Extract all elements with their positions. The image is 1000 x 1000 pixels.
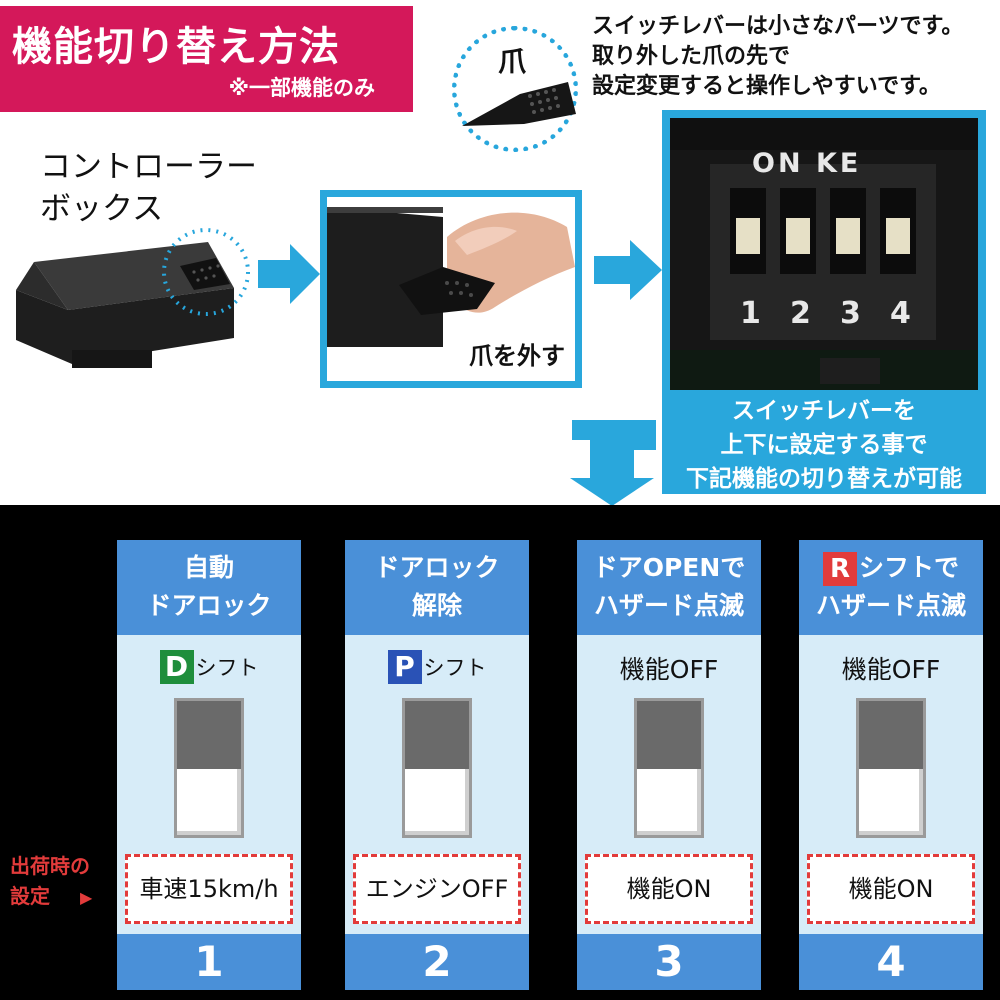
factory-default-line: 設定 xyxy=(10,884,50,908)
switch-upper-half xyxy=(859,701,923,769)
dip-number: 1 xyxy=(740,296,761,331)
dip-number: 2 xyxy=(790,296,811,331)
dip-switch-image xyxy=(670,118,978,390)
title-note: ※一部機能のみ xyxy=(228,76,375,100)
function-title-line: 自動 xyxy=(183,553,234,582)
switch-lower-half xyxy=(405,769,469,835)
shift-d-badge: D xyxy=(159,650,194,684)
default-setting-box: 機能ON xyxy=(585,854,753,924)
default-setting-box: エンジンOFF xyxy=(353,854,521,924)
arrow-right-icon xyxy=(594,240,662,300)
usage-note-line: 取り外した爪の先で xyxy=(592,44,791,69)
shift-label: シフト xyxy=(423,656,487,680)
function-title-line: ドアOPENで xyxy=(592,553,746,582)
function-column-3: ドアOPENで ハザード点滅 機能OFF 機能ON 3 xyxy=(577,540,761,990)
triangle-right-icon: ▶ xyxy=(80,888,93,907)
controller-box-image xyxy=(16,228,250,368)
shift-r-badge: R xyxy=(822,552,857,586)
page-title: 機能切り替え方法 xyxy=(12,24,340,70)
factory-default-label: 出荷時の 設定 xyxy=(10,851,90,911)
switch-lower-half xyxy=(859,769,923,835)
remove-claw-photo: 爪を外す xyxy=(320,190,582,388)
function-title-line: ハザード点滅 xyxy=(815,591,966,620)
dip-on-label: ON KE xyxy=(752,148,862,179)
function-title: ドアOPENで ハザード点滅 xyxy=(577,540,761,635)
switch-upper-half xyxy=(405,701,469,769)
dip-switch-lever[interactable] xyxy=(402,698,472,838)
switch-lower-half xyxy=(177,769,241,835)
upper-position-label: 機能OFF xyxy=(619,655,719,684)
dip-caption-line: スイッチレバーを xyxy=(732,398,916,424)
default-setting-box: 機能ON xyxy=(807,854,975,924)
dip-switch-photo: ON KE 1 2 3 4 xyxy=(670,118,978,390)
dip-switch-photo-frame: ON KE 1 2 3 4 スイッチレバーを 上下に設定する事で 下記機能の切り… xyxy=(662,110,986,494)
switch-number: 3 xyxy=(577,934,761,990)
default-setting-box: 車速15km/h xyxy=(125,854,293,924)
function-title: ドアロック 解除 xyxy=(345,540,529,635)
function-title-text: シフトで xyxy=(858,553,959,582)
dip-number: 4 xyxy=(890,296,911,331)
switch-number: 2 xyxy=(345,934,529,990)
title-banner: 機能切り替え方法 ※一部機能のみ xyxy=(0,6,413,112)
usage-note-line: 設定変更すると操作しやすいです。 xyxy=(592,74,941,99)
controller-label-line: コントローラー xyxy=(40,149,257,185)
function-title-line: ハザード点滅 xyxy=(593,591,744,620)
switch-number: 1 xyxy=(117,934,301,990)
controller-box-label: コントローラー ボックス xyxy=(40,146,257,230)
claw-highlight-circle xyxy=(452,26,578,152)
dip-caption-line: 下記機能の切り替えが可能 xyxy=(686,466,962,492)
dip-switch-lever[interactable] xyxy=(174,698,244,838)
arrow-down-icon xyxy=(570,420,656,506)
dip-number: 3 xyxy=(840,296,861,331)
switch-lower-half xyxy=(637,769,701,835)
usage-note: スイッチレバーは小さなパーツです。 取り外した爪の先で 設定変更すると操作しやす… xyxy=(592,12,963,102)
shift-p-badge: P xyxy=(387,650,422,684)
controller-label-line: ボックス xyxy=(40,191,164,227)
dip-switch-caption: スイッチレバーを 上下に設定する事で 下記機能の切り替えが可能 xyxy=(662,390,986,496)
remove-claw-caption: 爪を外す xyxy=(469,342,565,370)
switch-upper-half xyxy=(177,701,241,769)
dip-switch-lever[interactable] xyxy=(634,698,704,838)
function-title: 自動 ドアロック xyxy=(117,540,301,635)
switch-upper-half xyxy=(637,701,701,769)
upper-position-label: 機能OFF xyxy=(841,655,941,684)
switch-number: 4 xyxy=(799,934,983,990)
top-section: 機能切り替え方法 ※一部機能のみ 爪 スイッチレバーは小さなパーツです。 取り外… xyxy=(0,6,986,506)
function-title-line: ドアロック xyxy=(146,591,272,620)
dip-switch-lever[interactable] xyxy=(856,698,926,838)
shift-label: シフト xyxy=(195,656,259,680)
dip-caption-line: 上下に設定する事で xyxy=(720,432,928,458)
claw-label: 爪 xyxy=(498,45,527,78)
factory-default-line: 出荷時の xyxy=(10,854,90,878)
function-title-line: 解除 xyxy=(411,591,462,620)
arrow-right-icon xyxy=(258,244,320,304)
hand-removing-claw-image xyxy=(327,207,575,347)
usage-note-line: スイッチレバーは小さなパーツです。 xyxy=(592,14,964,39)
claw-icon xyxy=(462,82,576,126)
function-title-line: ドアロック xyxy=(374,553,500,582)
